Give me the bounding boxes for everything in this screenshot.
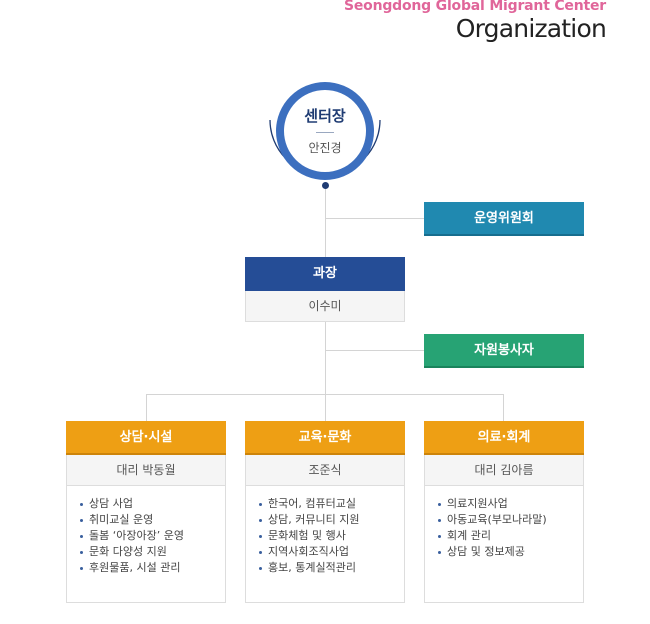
duty-item: 홍보, 통계실적관리 <box>246 560 404 576</box>
department-title: 상담·시설 <box>66 421 226 455</box>
volunteers-box: 자원봉사자 <box>424 334 584 368</box>
duty-item: 아동교육(부모나라말) <box>425 512 583 528</box>
connector-manager-departments <box>325 322 326 421</box>
director-name: 안진경 <box>308 141 342 155</box>
department-duties: 상담 사업 취미교실 운영 돌봄 ‘아장아장’ 운영 문화 다양성 지원 후원물… <box>66 486 226 603</box>
department-title: 교육·문화 <box>245 421 405 455</box>
connector-volunteers <box>325 350 424 351</box>
duty-item: 돌봄 ‘아장아장’ 운영 <box>67 528 225 544</box>
connector-horizontal-departments <box>146 394 504 395</box>
department-staff: 조준식 <box>245 455 405 486</box>
duty-item: 상담 및 정보제공 <box>425 544 583 560</box>
duty-item: 지역사회조직사업 <box>246 544 404 560</box>
department-staff: 대리 김아름 <box>424 455 584 486</box>
committee-box: 운영위원회 <box>424 202 584 236</box>
department-title: 의료·회계 <box>424 421 584 455</box>
director-role: 센터장 <box>304 107 346 125</box>
department-duties: 한국어, 컴퓨터교실 상담, 커뮤니티 지원 문화체험 및 행사 지역사회조직사… <box>245 486 405 603</box>
director-dot <box>322 182 329 189</box>
director-separator <box>316 132 334 133</box>
duty-item: 상담, 커뮤니티 지원 <box>246 512 404 528</box>
manager-role: 과장 <box>245 257 405 293</box>
connector-dept-right <box>503 394 504 421</box>
department-staff: 대리 박동월 <box>66 455 226 486</box>
duty-item: 의료지원사업 <box>425 496 583 512</box>
manager-name: 이수미 <box>245 291 405 322</box>
department-medical-accounting: 의료·회계 대리 김아름 의료지원사업 아동교육(부모나라말) 회계 관리 상담… <box>424 421 584 603</box>
duty-item: 상담 사업 <box>67 496 225 512</box>
duty-item: 문화체험 및 행사 <box>246 528 404 544</box>
director-node: 센터장 안진경 <box>284 90 366 172</box>
page-title: Organization <box>455 14 607 43</box>
connector-director-manager <box>325 186 326 257</box>
connector-dept-left <box>146 394 147 421</box>
department-education-culture: 교육·문화 조준식 한국어, 컴퓨터교실 상담, 커뮤니티 지원 문화체험 및 … <box>245 421 405 603</box>
duty-item: 한국어, 컴퓨터교실 <box>246 496 404 512</box>
connector-committee <box>325 218 424 219</box>
department-counseling-facilities: 상담·시설 대리 박동월 상담 사업 취미교실 운영 돌봄 ‘아장아장’ 운영 … <box>66 421 226 603</box>
duty-item: 취미교실 운영 <box>67 512 225 528</box>
duty-item: 문화 다양성 지원 <box>67 544 225 560</box>
department-duties: 의료지원사업 아동교육(부모나라말) 회계 관리 상담 및 정보제공 <box>424 486 584 603</box>
duty-item: 후원물품, 시설 관리 <box>67 560 225 576</box>
duty-item: 회계 관리 <box>425 528 583 544</box>
center-name: Seongdong Global Migrant Center <box>343 0 606 14</box>
